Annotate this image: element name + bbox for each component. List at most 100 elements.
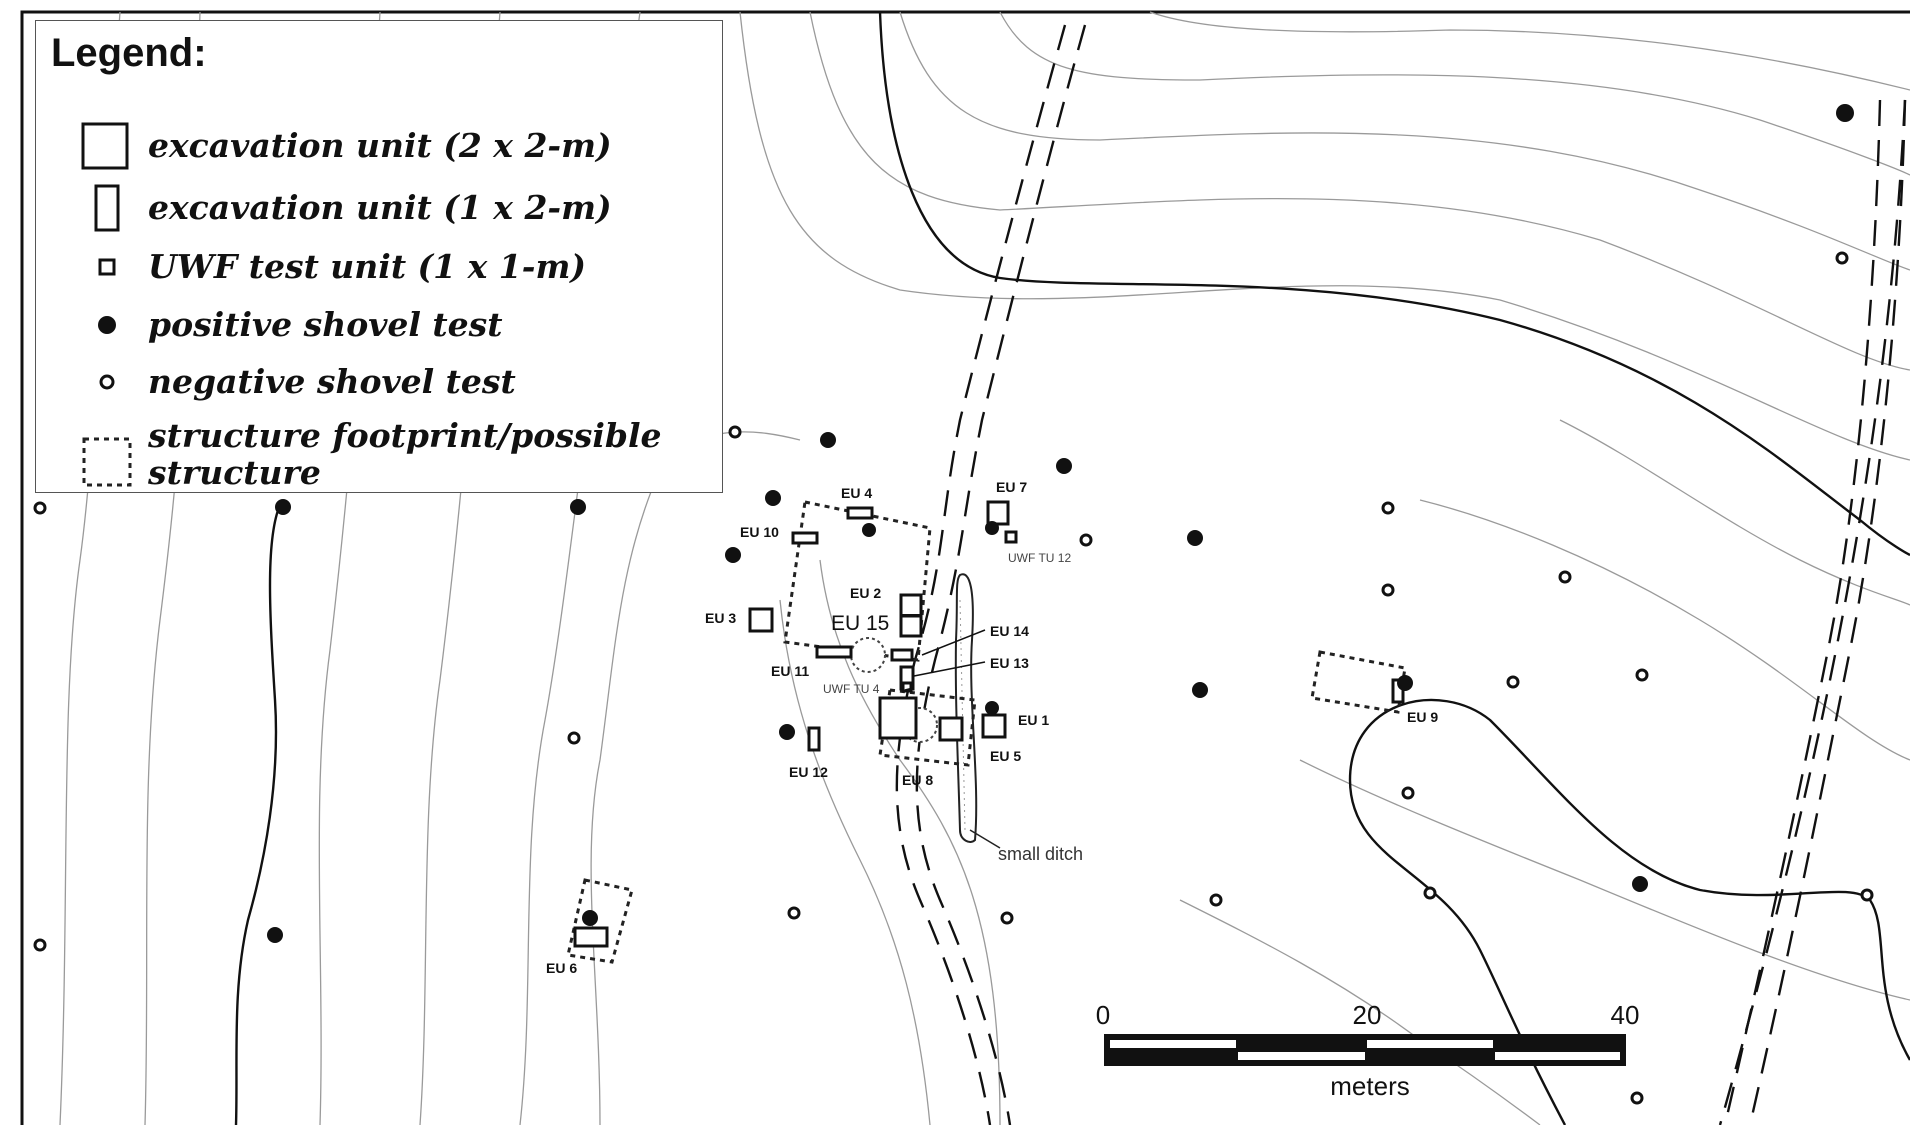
unit-labels: EU 1 EU 2 EU 3 EU 4 EU 5 EU 6 EU 7 EU 8 … — [546, 479, 1438, 976]
eu-4-unit — [846, 506, 874, 520]
legend-title: Legend: — [51, 31, 207, 75]
positive-shovel-test — [1397, 675, 1413, 691]
excavation-units — [573, 500, 1405, 948]
negative-shovel-test — [728, 425, 742, 439]
positive-shovel-test — [985, 521, 999, 535]
legend-label-structure-footprint: structure footprint/possible structure — [148, 416, 662, 492]
legend-label-excavation-unit-1x2: excavation unit (1 x 2-m) — [148, 188, 612, 227]
eu-6-unit — [573, 926, 609, 948]
positive-shovel-test — [570, 499, 586, 515]
eu-6-label: EU 6 — [546, 960, 577, 976]
positive-shovel-test — [1836, 104, 1854, 122]
positive-shovel-test — [820, 432, 836, 448]
legend-item-negative-shovel-test: negative shovel test — [36, 361, 724, 401]
eu-1-label: EU 1 — [1018, 712, 1049, 728]
positive-shovel-tests — [267, 104, 1854, 943]
uwf-tu-12-unit — [1004, 530, 1018, 544]
uwf-tu-4-label: UWF TU 4 — [823, 682, 880, 696]
positive-shovel-test — [779, 724, 795, 740]
eu-14-unit — [890, 648, 914, 662]
roads — [895, 24, 1907, 1125]
eu-5-unit — [938, 716, 964, 742]
leader-lines — [904, 629, 986, 691]
eu-4-label: EU 4 — [841, 485, 872, 501]
negative-shovel-test — [1209, 893, 1223, 907]
eu-11-unit — [815, 645, 853, 659]
eu-12-label: EU 12 — [789, 764, 828, 780]
legend-label-negative-shovel-test: negative shovel test — [148, 362, 516, 401]
eu-12-unit — [807, 726, 821, 752]
positive-shovel-test — [582, 910, 598, 926]
negative-shovel-test — [1630, 1091, 1644, 1105]
legend-item-structure-footprint: structure footprint/possible structure — [36, 411, 724, 491]
structure-footprint-eu6 — [566, 878, 634, 964]
negative-shovel-test — [1401, 786, 1415, 800]
structure-footprint-eu9 — [1310, 650, 1407, 714]
negative-shovel-test — [787, 906, 801, 920]
eu-3-unit — [748, 607, 774, 633]
negative-shovel-test — [1381, 501, 1395, 515]
negative-shovel-test — [1381, 583, 1395, 597]
scale-unit: meters — [1330, 1071, 1409, 1101]
legend-label-uwf-test-unit: UWF test unit (1 x 1-m) — [148, 247, 586, 286]
legend-item-excavation-unit-2x2: excavation unit (2 x 2-m) — [36, 121, 724, 171]
negative-shovel-test — [1079, 533, 1093, 547]
eu-10-label: EU 10 — [740, 524, 779, 540]
positive-shovel-test — [725, 547, 741, 563]
main-contour-north — [878, 11, 1910, 557]
negative-shovel-test — [1558, 570, 1572, 584]
eu-8-label: EU 8 — [902, 772, 933, 788]
eu-1-unit — [981, 713, 1007, 739]
eu-3-label: EU 3 — [705, 610, 736, 626]
structure-footprint-main — [783, 500, 932, 662]
uwf-tu-12-label: UWF TU 12 — [1008, 551, 1071, 565]
scale-tick-0: 0 — [1096, 1000, 1110, 1030]
positive-shovel-test — [1192, 682, 1208, 698]
eu-10-unit — [791, 531, 819, 545]
eu-2-label: EU 2 — [850, 585, 881, 601]
negative-shovel-test — [1506, 675, 1520, 689]
negative-shovel-test — [1635, 668, 1649, 682]
positive-shovel-test — [1187, 530, 1203, 546]
eu-11-label: EU 11 — [771, 663, 809, 679]
eu-15-label: EU 15 — [831, 612, 889, 635]
scale-bar: 0 20 40 meters — [1096, 1000, 1640, 1101]
negative-shovel-test — [567, 731, 581, 745]
filled-dot-icon — [98, 316, 116, 334]
positive-shovel-test — [1056, 458, 1072, 474]
negative-shovel-test — [33, 501, 47, 515]
legend-item-positive-shovel-test: positive shovel test — [36, 304, 724, 344]
small-ditch-label: small ditch — [998, 844, 1083, 864]
positive-shovel-test — [267, 927, 283, 943]
positive-shovel-test — [1632, 876, 1648, 892]
large-square-icon — [81, 122, 129, 170]
eu-9-label: EU 9 — [1407, 709, 1438, 725]
legend-item-uwf-test-unit: UWF test unit (1 x 1-m) — [36, 246, 724, 286]
stream-west — [234, 504, 282, 1125]
positive-shovel-test — [765, 490, 781, 506]
tall-rect-icon — [94, 184, 120, 232]
scale-tick-40: 40 — [1611, 1000, 1640, 1030]
legend-box: Legend: excavation unit (2 x 2-m) excava… — [35, 20, 723, 493]
negative-shovel-tests — [33, 251, 1874, 1105]
legend-label-excavation-unit-2x2: excavation unit (2 x 2-m) — [148, 126, 612, 165]
positive-shovel-test — [275, 499, 291, 515]
small-ditch: small ditch — [954, 573, 1083, 864]
eu-15-unit — [899, 614, 923, 638]
eu-13-label: EU 13 — [990, 655, 1029, 671]
legend-item-excavation-unit-1x2: excavation unit (1 x 2-m) — [36, 183, 724, 233]
small-square-icon — [98, 258, 116, 276]
negative-shovel-test — [33, 938, 47, 952]
negative-shovel-test — [1423, 886, 1437, 900]
eu-8-unit — [878, 696, 918, 740]
scale-tick-20: 20 — [1353, 1000, 1382, 1030]
eu-7-label: EU 7 — [996, 479, 1027, 495]
open-circle-icon — [99, 374, 115, 390]
negative-shovel-test — [1860, 888, 1874, 902]
positive-shovel-test — [862, 523, 876, 537]
uwf-tu-4-unit — [901, 681, 913, 693]
dotted-rect-icon — [82, 437, 132, 487]
negative-shovel-test — [1000, 911, 1014, 925]
eu-7-unit — [986, 500, 1010, 526]
